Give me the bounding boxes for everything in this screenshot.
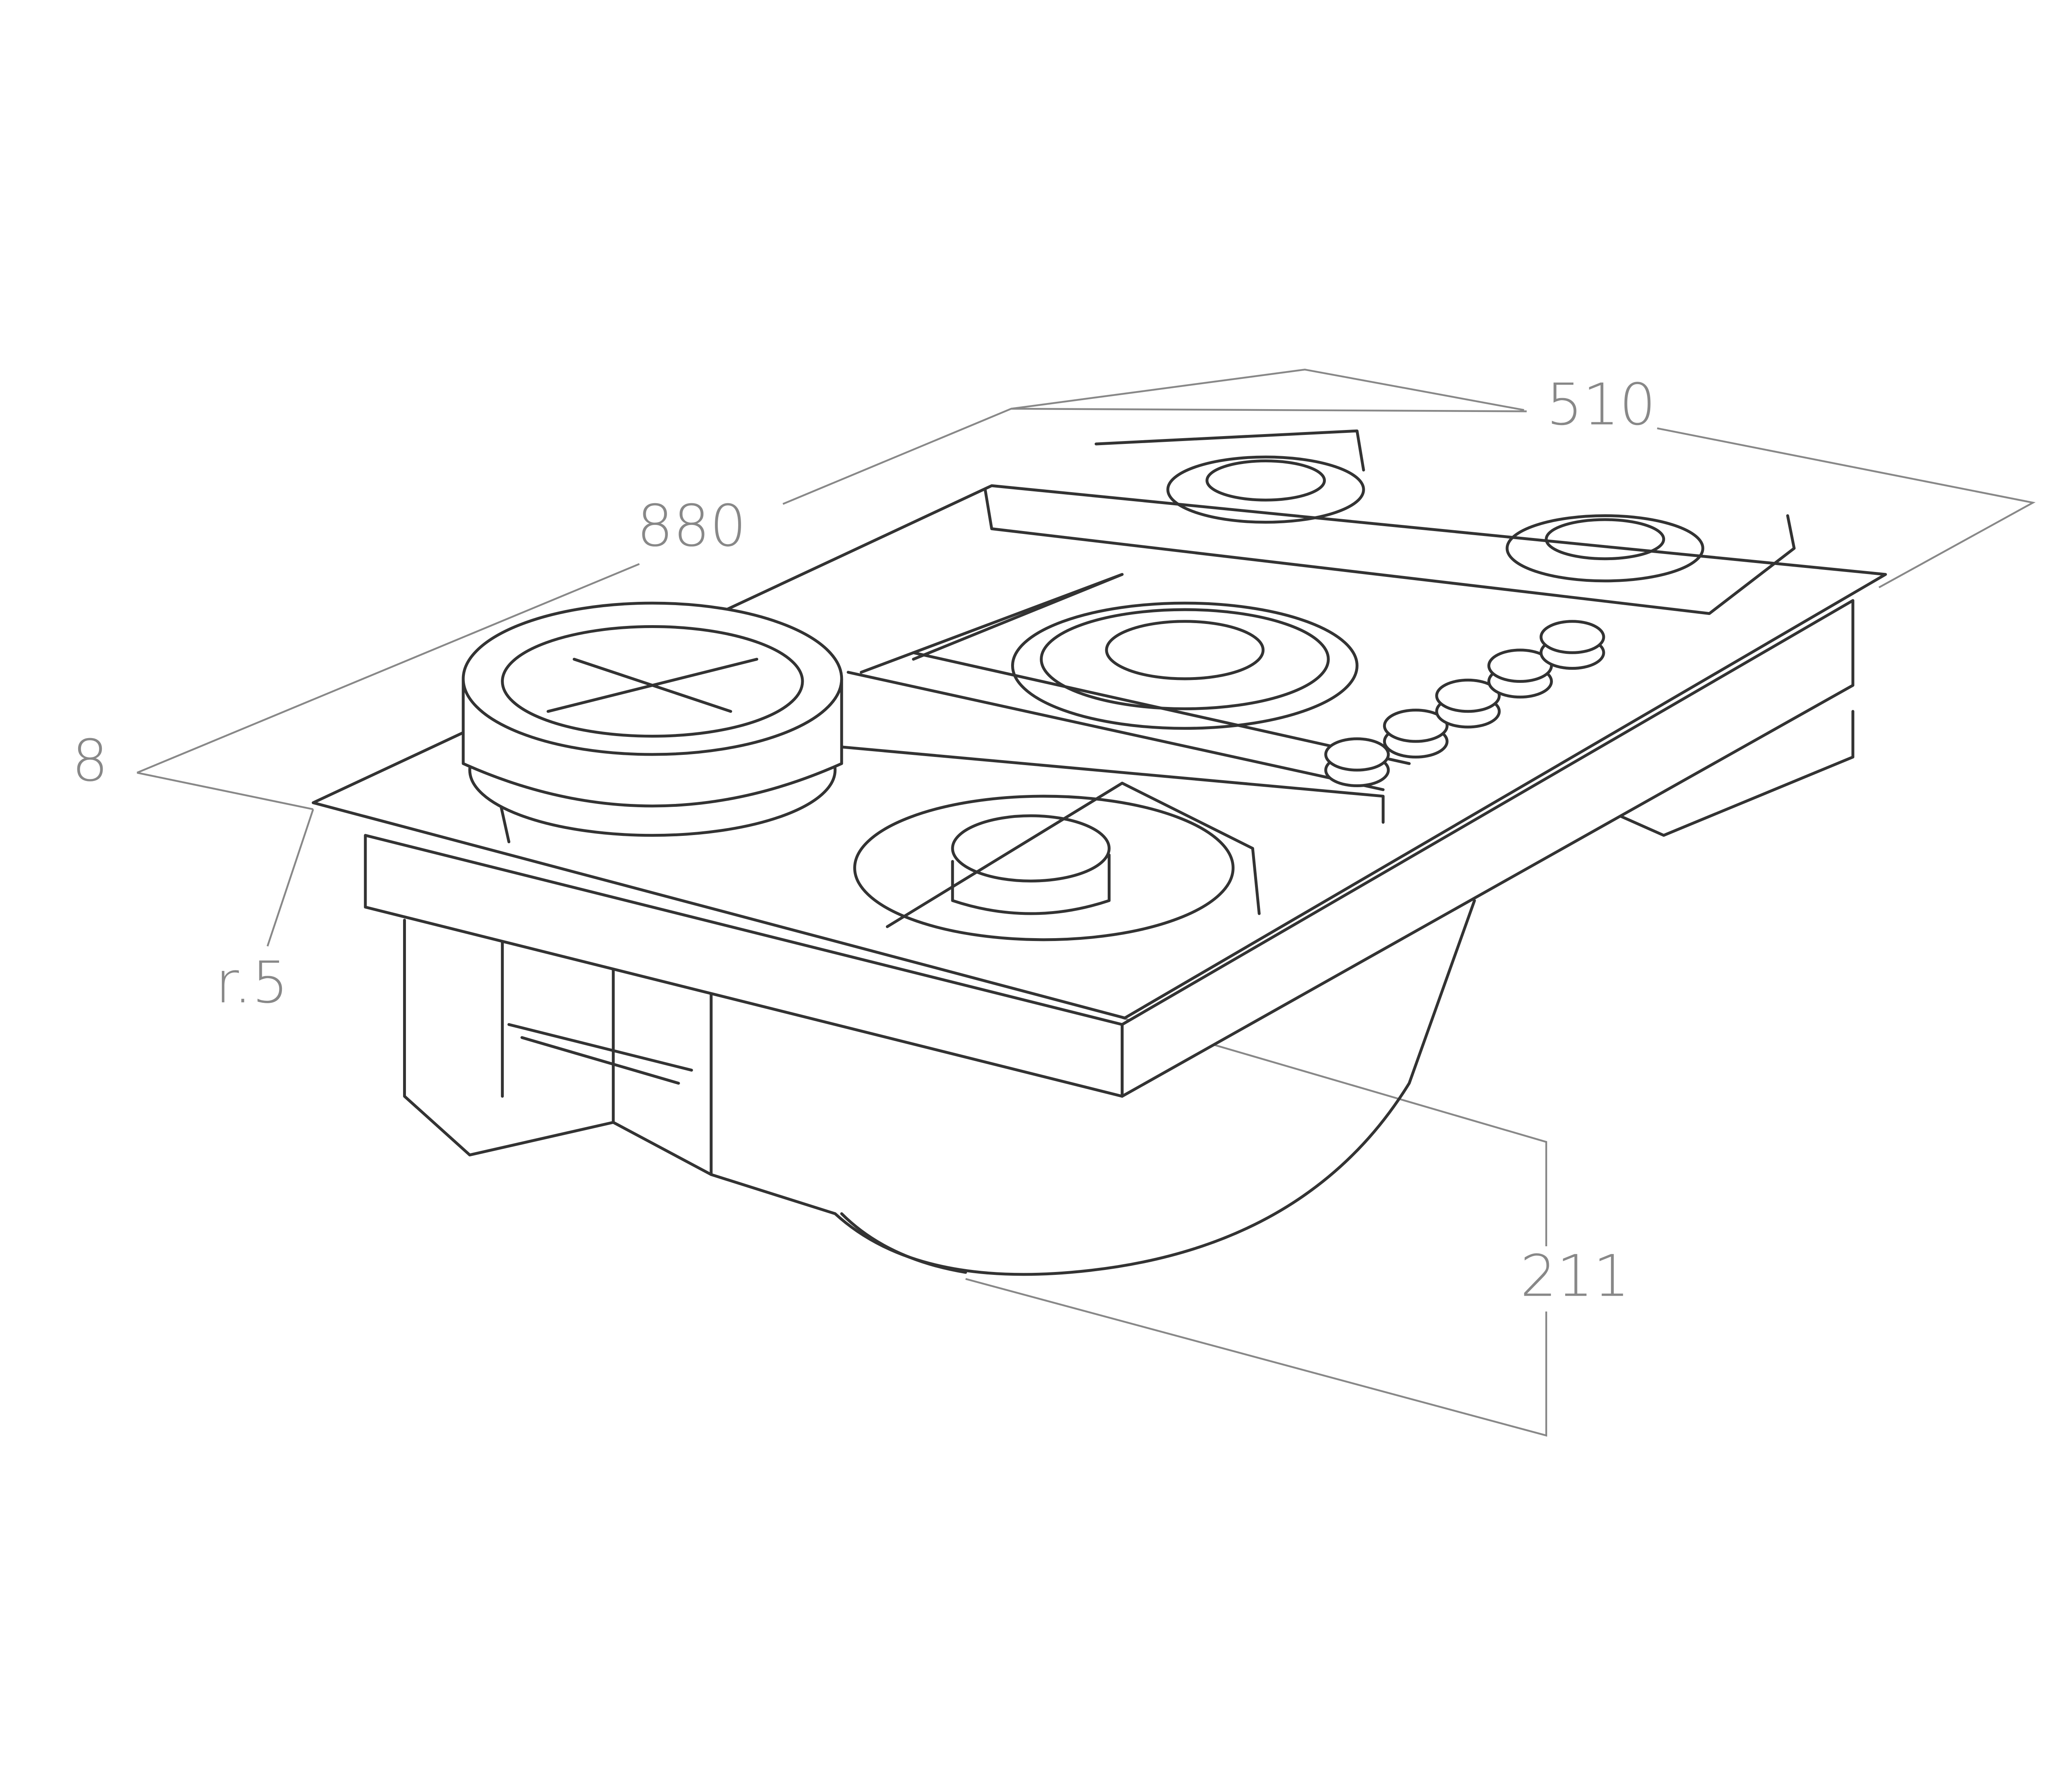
extractor-body bbox=[403, 710, 1854, 1276]
height-dimension-label: 211 bbox=[1520, 1243, 1630, 1310]
height-dimension-line bbox=[965, 1017, 1547, 1437]
depth-dimension-label: 510 bbox=[1546, 371, 1656, 438]
wok-burner bbox=[462, 601, 843, 837]
thickness-dimension-label: 8 bbox=[72, 728, 108, 795]
rear-burners bbox=[1166, 455, 1704, 583]
center-burner bbox=[1011, 601, 1359, 730]
width-dimension-label: 880 bbox=[637, 493, 746, 560]
front-burner bbox=[853, 795, 1235, 941]
hob-plate bbox=[311, 484, 1887, 1098]
control-knobs bbox=[1324, 620, 1605, 788]
radius-dimension-label: r.5 bbox=[215, 950, 288, 1016]
countertop-outline bbox=[136, 369, 2036, 810]
radius-leader bbox=[266, 809, 314, 947]
